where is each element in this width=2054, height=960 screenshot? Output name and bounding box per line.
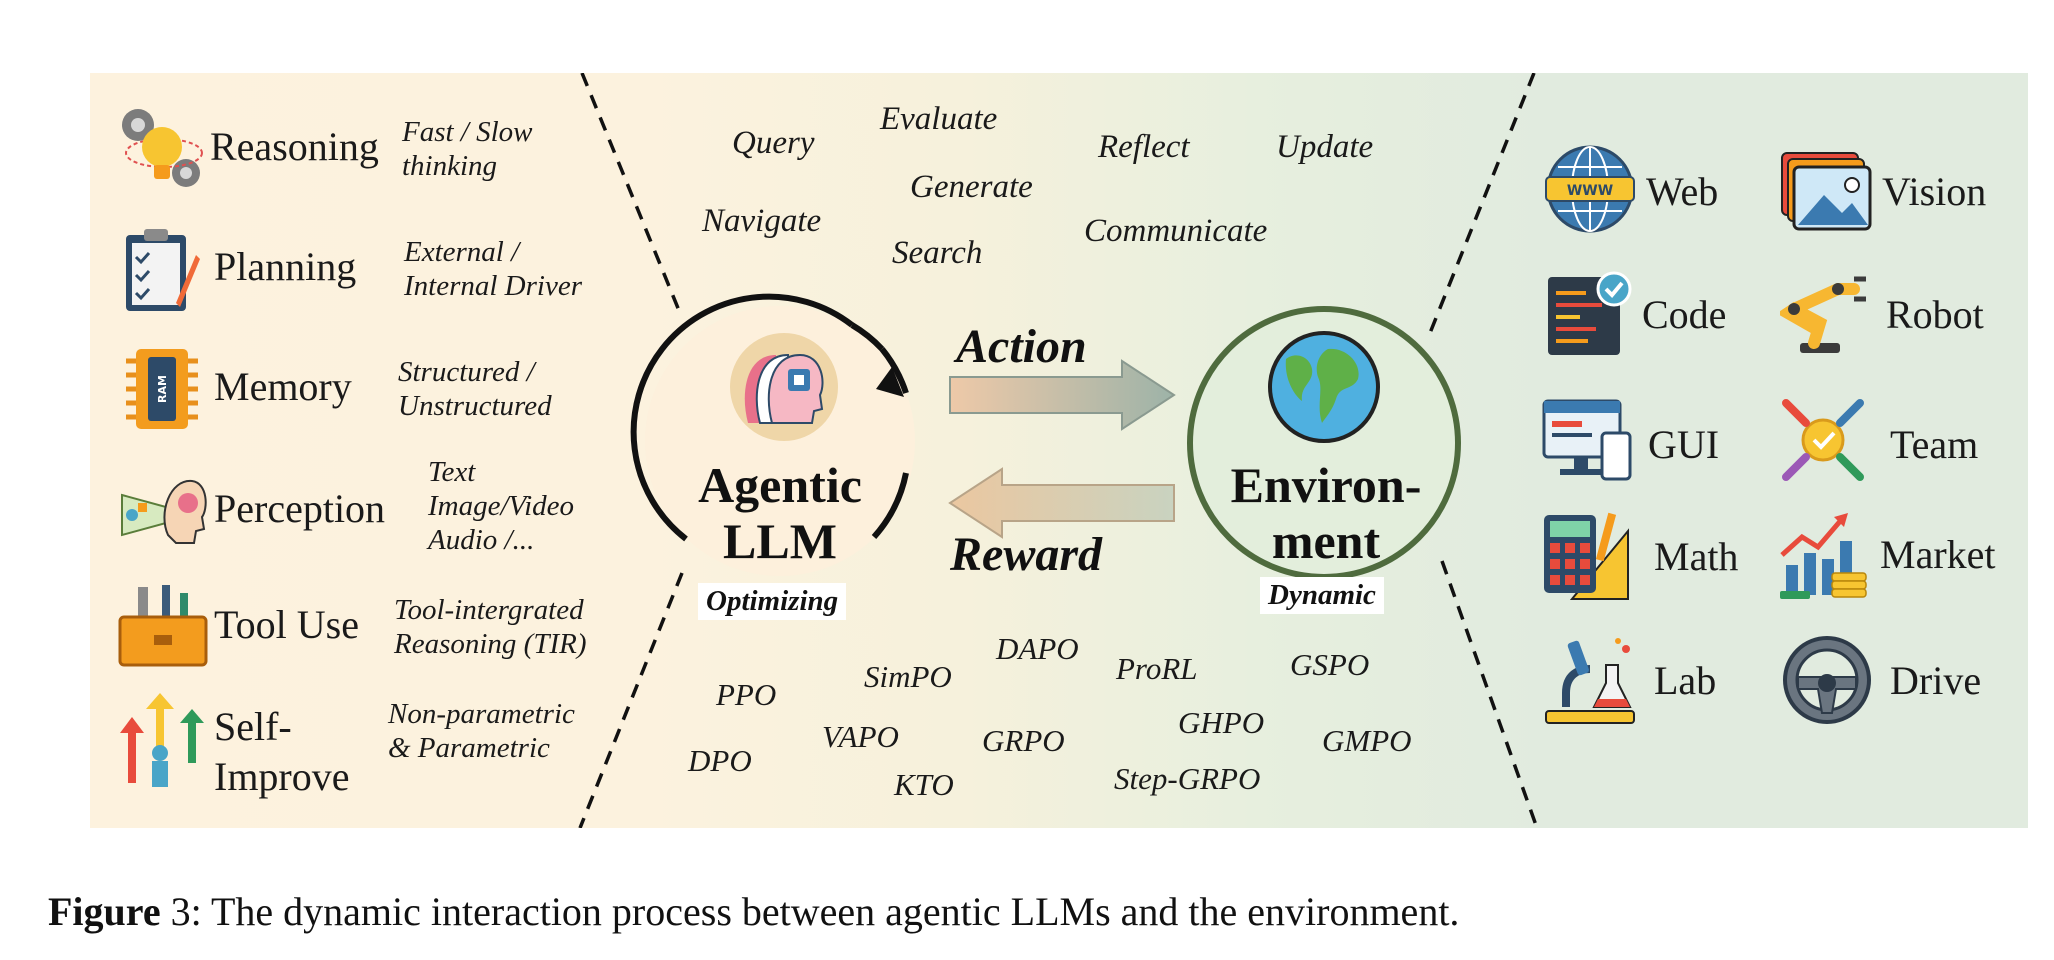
environment-label-team: Team: [1890, 422, 1979, 467]
agent-title-1: Agentic: [698, 457, 862, 513]
clipboard-checklist-icon: [126, 229, 200, 311]
environment-label-web: Web: [1646, 169, 1719, 214]
action-word: Update: [1276, 129, 1374, 165]
gears-lightbulb-icon: [122, 109, 203, 187]
action-arrow-label: Action: [956, 320, 1087, 373]
algorithm-label: ProRL: [1116, 651, 1198, 686]
algorithm-label: DAPO: [996, 631, 1079, 666]
team-handshake-icon: [1782, 399, 1864, 481]
capability-desc-perception-3: Audio /...: [428, 524, 535, 556]
action-word: Evaluate: [880, 101, 998, 137]
ram-chip-icon: RAM: [126, 349, 198, 429]
algorithm-label: GHPO: [1178, 705, 1265, 740]
environment-label-drive: Drive: [1890, 658, 1982, 703]
algorithm-label: GRPO: [982, 723, 1065, 758]
agent-circle: [630, 293, 915, 576]
monitor-devices-icon: [1542, 399, 1632, 481]
figure-caption: Figure 3: The dynamic interaction proces…: [48, 888, 1459, 935]
capability-desc-planning-2: Internal Driver: [404, 270, 582, 302]
algorithm-label: PPO: [716, 677, 777, 712]
action-word: Communicate: [1084, 213, 1268, 249]
reward-arrow-label: Reward: [950, 528, 1103, 581]
action-word: Search: [892, 235, 983, 271]
head-perception-icon: [121, 479, 207, 544]
environment-label-market: Market: [1880, 532, 1996, 577]
algorithm-label: SimPO: [864, 659, 952, 694]
capability-desc-reasoning-2: thinking: [402, 150, 498, 182]
capability-label-planning: Planning: [214, 244, 357, 289]
microscope-flask-icon: [1545, 638, 1635, 724]
environment-label-robot: Robot: [1886, 292, 1984, 337]
action-word: Generate: [910, 169, 1033, 205]
market-chart-icon: [1780, 513, 1867, 599]
environment-tag-dynamic: Dynamic: [1260, 577, 1384, 614]
agent-tag-optimizing: Optimizing: [698, 583, 847, 620]
capability-desc-self-improve-1: Non-parametric: [388, 698, 575, 730]
action-word: Query: [732, 125, 815, 161]
capability-label-reasoning: Reasoning: [210, 124, 379, 169]
environment-label-gui: GUI: [1648, 422, 1720, 467]
algorithm-label: GSPO: [1290, 647, 1370, 682]
globe-www-icon: WWW: [1545, 145, 1635, 233]
agent-title-2: LLM: [723, 513, 837, 569]
capability-desc-perception-1: Text: [428, 456, 476, 488]
capability-desc-tool-use-2: Reasoning (TIR): [394, 628, 587, 660]
figure-caption-text: : The dynamic interaction process betwee…: [190, 889, 1460, 934]
capability-desc-self-improve-2: & Parametric: [388, 732, 550, 764]
svg-text:WWW: WWW: [1567, 183, 1613, 199]
environment-label-math: Math: [1654, 534, 1739, 579]
action-word: Reflect: [1098, 129, 1190, 165]
algorithm-label: VAPO: [822, 719, 899, 754]
code-window-icon: [1548, 271, 1632, 355]
reward-arrow: [948, 467, 1175, 539]
steering-wheel-icon: [1783, 636, 1871, 724]
image-stack-icon: [1781, 152, 1872, 231]
toolbox-icon: [118, 585, 208, 667]
capability-desc-tool-use-1: Tool-intergrated: [394, 594, 584, 626]
figure-caption-prefix: Figure: [48, 889, 161, 934]
capability-label-perception: Perception: [214, 486, 386, 531]
dashed-dividers: [578, 73, 1539, 828]
capability-desc-memory-2: Unstructured: [398, 390, 552, 422]
environment-title-1: Environ-: [1230, 457, 1422, 513]
capability-desc-planning-1: External /: [404, 236, 520, 268]
algorithm-label: GMPO: [1322, 723, 1412, 758]
capability-desc-reasoning-1: Fast / Slow: [402, 116, 533, 148]
growth-arrows-icon: [120, 693, 204, 787]
figure-panel: Reasoning Fast / Slow thinking Planning …: [90, 73, 2028, 828]
environment-label-vision: Vision: [1882, 169, 1987, 214]
action-arrow: [949, 359, 1176, 431]
robot-arm-icon: [1780, 276, 1866, 353]
figure-caption-number: 3: [170, 889, 191, 934]
algorithm-label: DPO: [688, 743, 752, 778]
algorithm-label: KTO: [894, 767, 954, 802]
earth-globe-icon: [1268, 331, 1380, 443]
capability-label-tool-use: Tool Use: [214, 602, 359, 647]
capability-label-self-improve-1: Self-: [214, 704, 292, 749]
capability-desc-memory-1: Structured /: [398, 356, 535, 388]
agent-brain-icon: [730, 333, 838, 441]
capability-label-memory: Memory: [214, 364, 352, 409]
environment-title-2: ment: [1271, 513, 1381, 569]
calculator-ruler-icon: [1544, 512, 1629, 600]
capability-desc-perception-2: Image/Video: [428, 490, 575, 522]
capability-label-self-improve-2: Improve: [214, 754, 350, 799]
environment-label-lab: Lab: [1654, 658, 1717, 703]
environment-label-code: Code: [1642, 292, 1727, 337]
action-word: Navigate: [702, 203, 822, 239]
ram-chip-text: RAM: [156, 375, 169, 403]
algorithm-label: Step-GRPO: [1114, 761, 1261, 796]
